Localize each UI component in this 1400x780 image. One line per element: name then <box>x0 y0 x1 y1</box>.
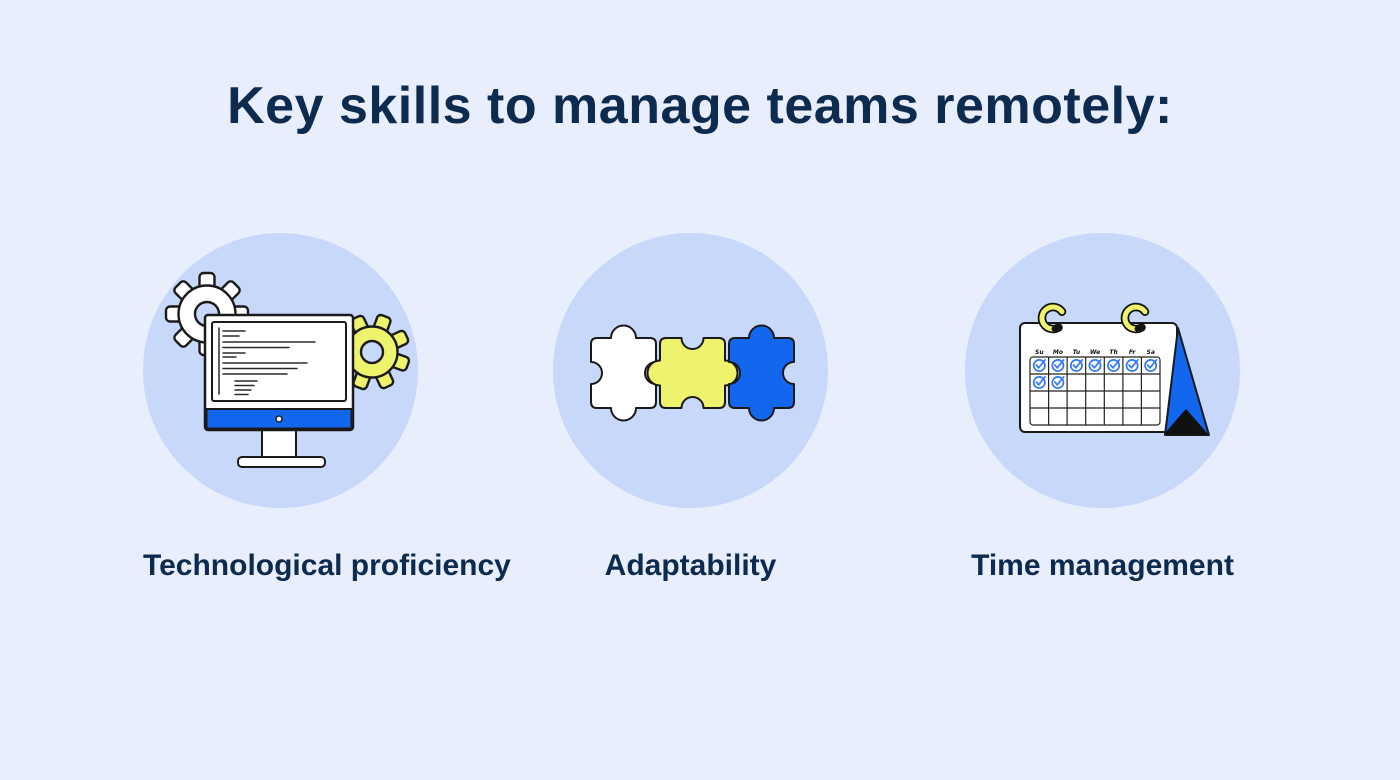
binder-ring-right <box>1120 302 1150 334</box>
monitor-icon <box>203 313 355 468</box>
skill-bubble: Su Mo Tu We Th Fr Sa <box>965 233 1240 508</box>
desk-calendar-icon: Su Mo Tu We Th Fr Sa <box>1019 302 1210 436</box>
monitor-screen <box>211 321 347 402</box>
skill-label: Adaptability <box>604 549 777 582</box>
monitor-stand-neck <box>261 429 297 458</box>
calendar-day-headers: Su Mo Tu We Th Fr Sa <box>1035 349 1155 356</box>
svg-text:Fr: Fr <box>1129 349 1136 356</box>
calendar-stand <box>1164 327 1210 436</box>
skill-technological-proficiency: Technological proficiency <box>143 233 511 583</box>
infographic: Key skills to manage teams remotely: <box>0 0 1400 582</box>
monitor-stand-base <box>237 456 326 468</box>
skill-label: Technological proficiency <box>143 549 511 582</box>
puzzle-piece-blue <box>728 324 795 422</box>
calendar-checkmarks <box>1032 359 1158 389</box>
skill-bubble <box>143 233 418 508</box>
svg-text:Sa: Sa <box>1147 349 1155 356</box>
binder-ring-left <box>1037 302 1067 334</box>
svg-text:We: We <box>1090 349 1100 356</box>
svg-text:Tu: Tu <box>1073 349 1081 356</box>
page-title: Key skills to manage teams remotely: <box>227 77 1173 135</box>
skill-time-management: Su Mo Tu We Th Fr Sa <box>965 233 1240 583</box>
skill-bubble <box>553 233 828 508</box>
monitor-code-gears-icon <box>164 271 411 468</box>
code-lines <box>218 327 316 396</box>
svg-text:Th: Th <box>1109 349 1117 356</box>
monitor-power-dot <box>275 415 283 423</box>
puzzle-piece-yellow <box>646 337 739 409</box>
skill-label: Time management <box>971 549 1234 582</box>
calendar-grid <box>1029 356 1161 426</box>
svg-text:Mo: Mo <box>1053 349 1063 356</box>
svg-text:Su: Su <box>1035 349 1044 356</box>
puzzle-pieces-icon <box>590 324 795 422</box>
calendar-stand-fold <box>1164 409 1208 435</box>
skill-adaptability: Adaptability <box>553 233 828 583</box>
puzzle-piece-white <box>590 324 657 422</box>
